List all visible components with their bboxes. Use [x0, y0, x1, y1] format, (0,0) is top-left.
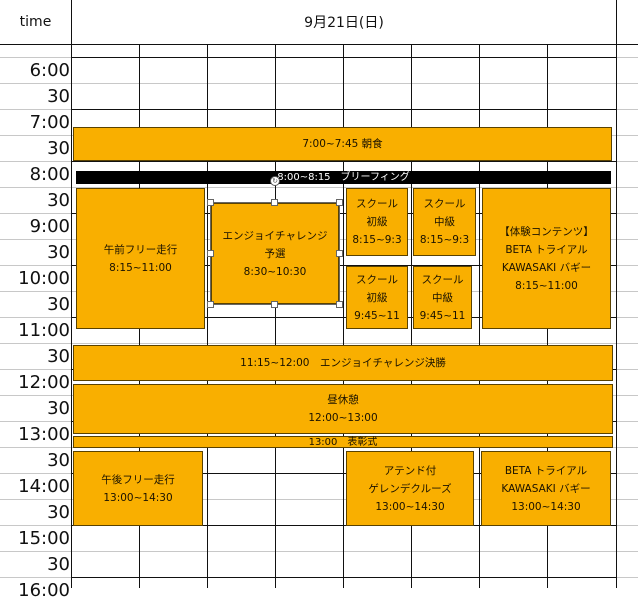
time-label: 30	[47, 554, 70, 575]
resize-handle[interactable]	[271, 199, 278, 206]
event-text: スクール	[356, 198, 398, 210]
time-label: 9:00	[29, 216, 70, 237]
event-text: 8:00~8:15 ブリーフィング	[277, 171, 410, 183]
time-label: 30	[47, 138, 70, 159]
resize-handle[interactable]	[336, 301, 343, 308]
event-text: 8:15~9:3	[419, 234, 470, 246]
event-text: スクール	[421, 273, 464, 286]
event-text: 中級	[432, 291, 453, 304]
time-label: 15:00	[18, 528, 70, 549]
time-label: 30	[47, 346, 70, 367]
resize-handle[interactable]	[207, 199, 214, 206]
time-label: 30	[47, 86, 70, 107]
rotate-handle-icon[interactable]: ↻	[270, 176, 280, 186]
event-text: 13:00~14:30	[103, 491, 173, 504]
time-label: 13:00	[18, 424, 70, 445]
event-school-intermediate-1[interactable]: スクール 中級 8:15~9:3	[413, 188, 476, 256]
event-text: 13:00~14:30	[375, 500, 445, 513]
time-label: 11:00	[18, 320, 70, 341]
time-label: 30	[47, 190, 70, 211]
event-text: 13:00~14:30	[511, 500, 581, 513]
event-text: 8:15~11:00	[515, 279, 578, 292]
time-label: 30	[47, 242, 70, 263]
event-school-beginner-1[interactable]: スクール 初級 8:15~9:3	[346, 188, 408, 256]
event-text: スクール	[356, 273, 398, 286]
time-label: 16:00	[18, 580, 70, 601]
event-text: BETA トライアル	[504, 464, 588, 477]
event-text: 8:15~9:3	[352, 234, 402, 246]
event-enjoy-challenge-qualifier[interactable]: エンジョイチャレンジ 予選 8:30~10:30	[211, 203, 339, 304]
event-text: 11:15~12:00 エンジョイチャレンジ決勝	[240, 357, 446, 369]
event-briefing[interactable]: 8:00~8:15 ブリーフィング	[76, 171, 611, 184]
time-label: 8:00	[29, 164, 70, 185]
event-text: 13:00 表彰式	[308, 436, 378, 448]
event-experience-content[interactable]: 【体験コンテンツ】 BETA トライアル KAWASAKI バギー 8:15~1…	[482, 188, 611, 329]
time-column-header: time	[19, 14, 52, 30]
resize-handle[interactable]	[336, 250, 343, 257]
event-text: 9:45~11	[354, 309, 400, 322]
resize-handle[interactable]	[336, 199, 343, 206]
event-text: エンジョイチャレンジ	[222, 229, 328, 242]
event-text: 7:00~7:45 朝食	[302, 138, 383, 150]
event-text: 【体験コンテンツ】	[499, 225, 594, 238]
event-text: 午後フリー走行	[101, 473, 175, 486]
date-column-header: 9月21日(日)	[304, 15, 384, 31]
event-text: 昼休憩	[327, 394, 359, 406]
event-text: 中級	[434, 216, 455, 228]
event-text: KAWASAKI バギー	[501, 261, 592, 274]
event-text: 初級	[366, 216, 388, 228]
event-award-ceremony[interactable]: 13:00 表彰式	[73, 436, 613, 448]
event-text: 8:30~10:30	[243, 265, 307, 278]
event-text: 9:45~11	[419, 309, 466, 322]
event-text: 初級	[366, 291, 388, 304]
time-label: 7:00	[29, 112, 70, 133]
event-afternoon-free-run[interactable]: 午後フリー走行 13:00~14:30	[73, 451, 203, 526]
event-text: スクール	[423, 198, 466, 210]
time-label: 30	[47, 502, 70, 523]
resize-handle[interactable]	[207, 250, 214, 257]
event-school-intermediate-2[interactable]: スクール 中級 9:45~11	[413, 266, 472, 329]
event-text: KAWASAKI バギー	[501, 482, 591, 495]
event-text: BETA トライアル	[505, 243, 588, 256]
event-school-beginner-2[interactable]: スクール 初級 9:45~11	[346, 266, 408, 329]
time-label: 30	[47, 450, 70, 471]
resize-handle[interactable]	[207, 301, 214, 308]
event-lunch-break[interactable]: 昼休憩 12:00~13:00	[73, 384, 613, 434]
time-label: 30	[47, 294, 70, 315]
event-breakfast[interactable]: 7:00~7:45 朝食	[73, 127, 612, 161]
event-morning-free-run[interactable]: 午前フリー走行 8:15~11:00	[76, 188, 205, 329]
event-text: 12:00~13:00	[308, 412, 378, 424]
event-text: 予選	[264, 247, 286, 260]
resize-handle[interactable]	[271, 301, 278, 308]
event-text: ゲレンデクルーズ	[368, 482, 452, 495]
event-text: 8:15~11:00	[109, 261, 172, 274]
event-text: アテンド付	[383, 464, 437, 477]
time-label: 10:00	[18, 268, 70, 289]
event-enjoy-challenge-final[interactable]: 11:15~12:00 エンジョイチャレンジ決勝	[73, 345, 613, 381]
event-beta-kawasaki-afternoon[interactable]: BETA トライアル KAWASAKI バギー 13:00~14:30	[481, 451, 611, 526]
time-label: 30	[47, 398, 70, 419]
time-label: 14:00	[18, 476, 70, 497]
time-label: 12:00	[18, 372, 70, 393]
time-label: 6:00	[29, 60, 70, 81]
event-attended-gelande-cruise[interactable]: アテンド付 ゲレンデクルーズ 13:00~14:30	[346, 451, 474, 526]
event-text: 午前フリー走行	[103, 243, 178, 256]
